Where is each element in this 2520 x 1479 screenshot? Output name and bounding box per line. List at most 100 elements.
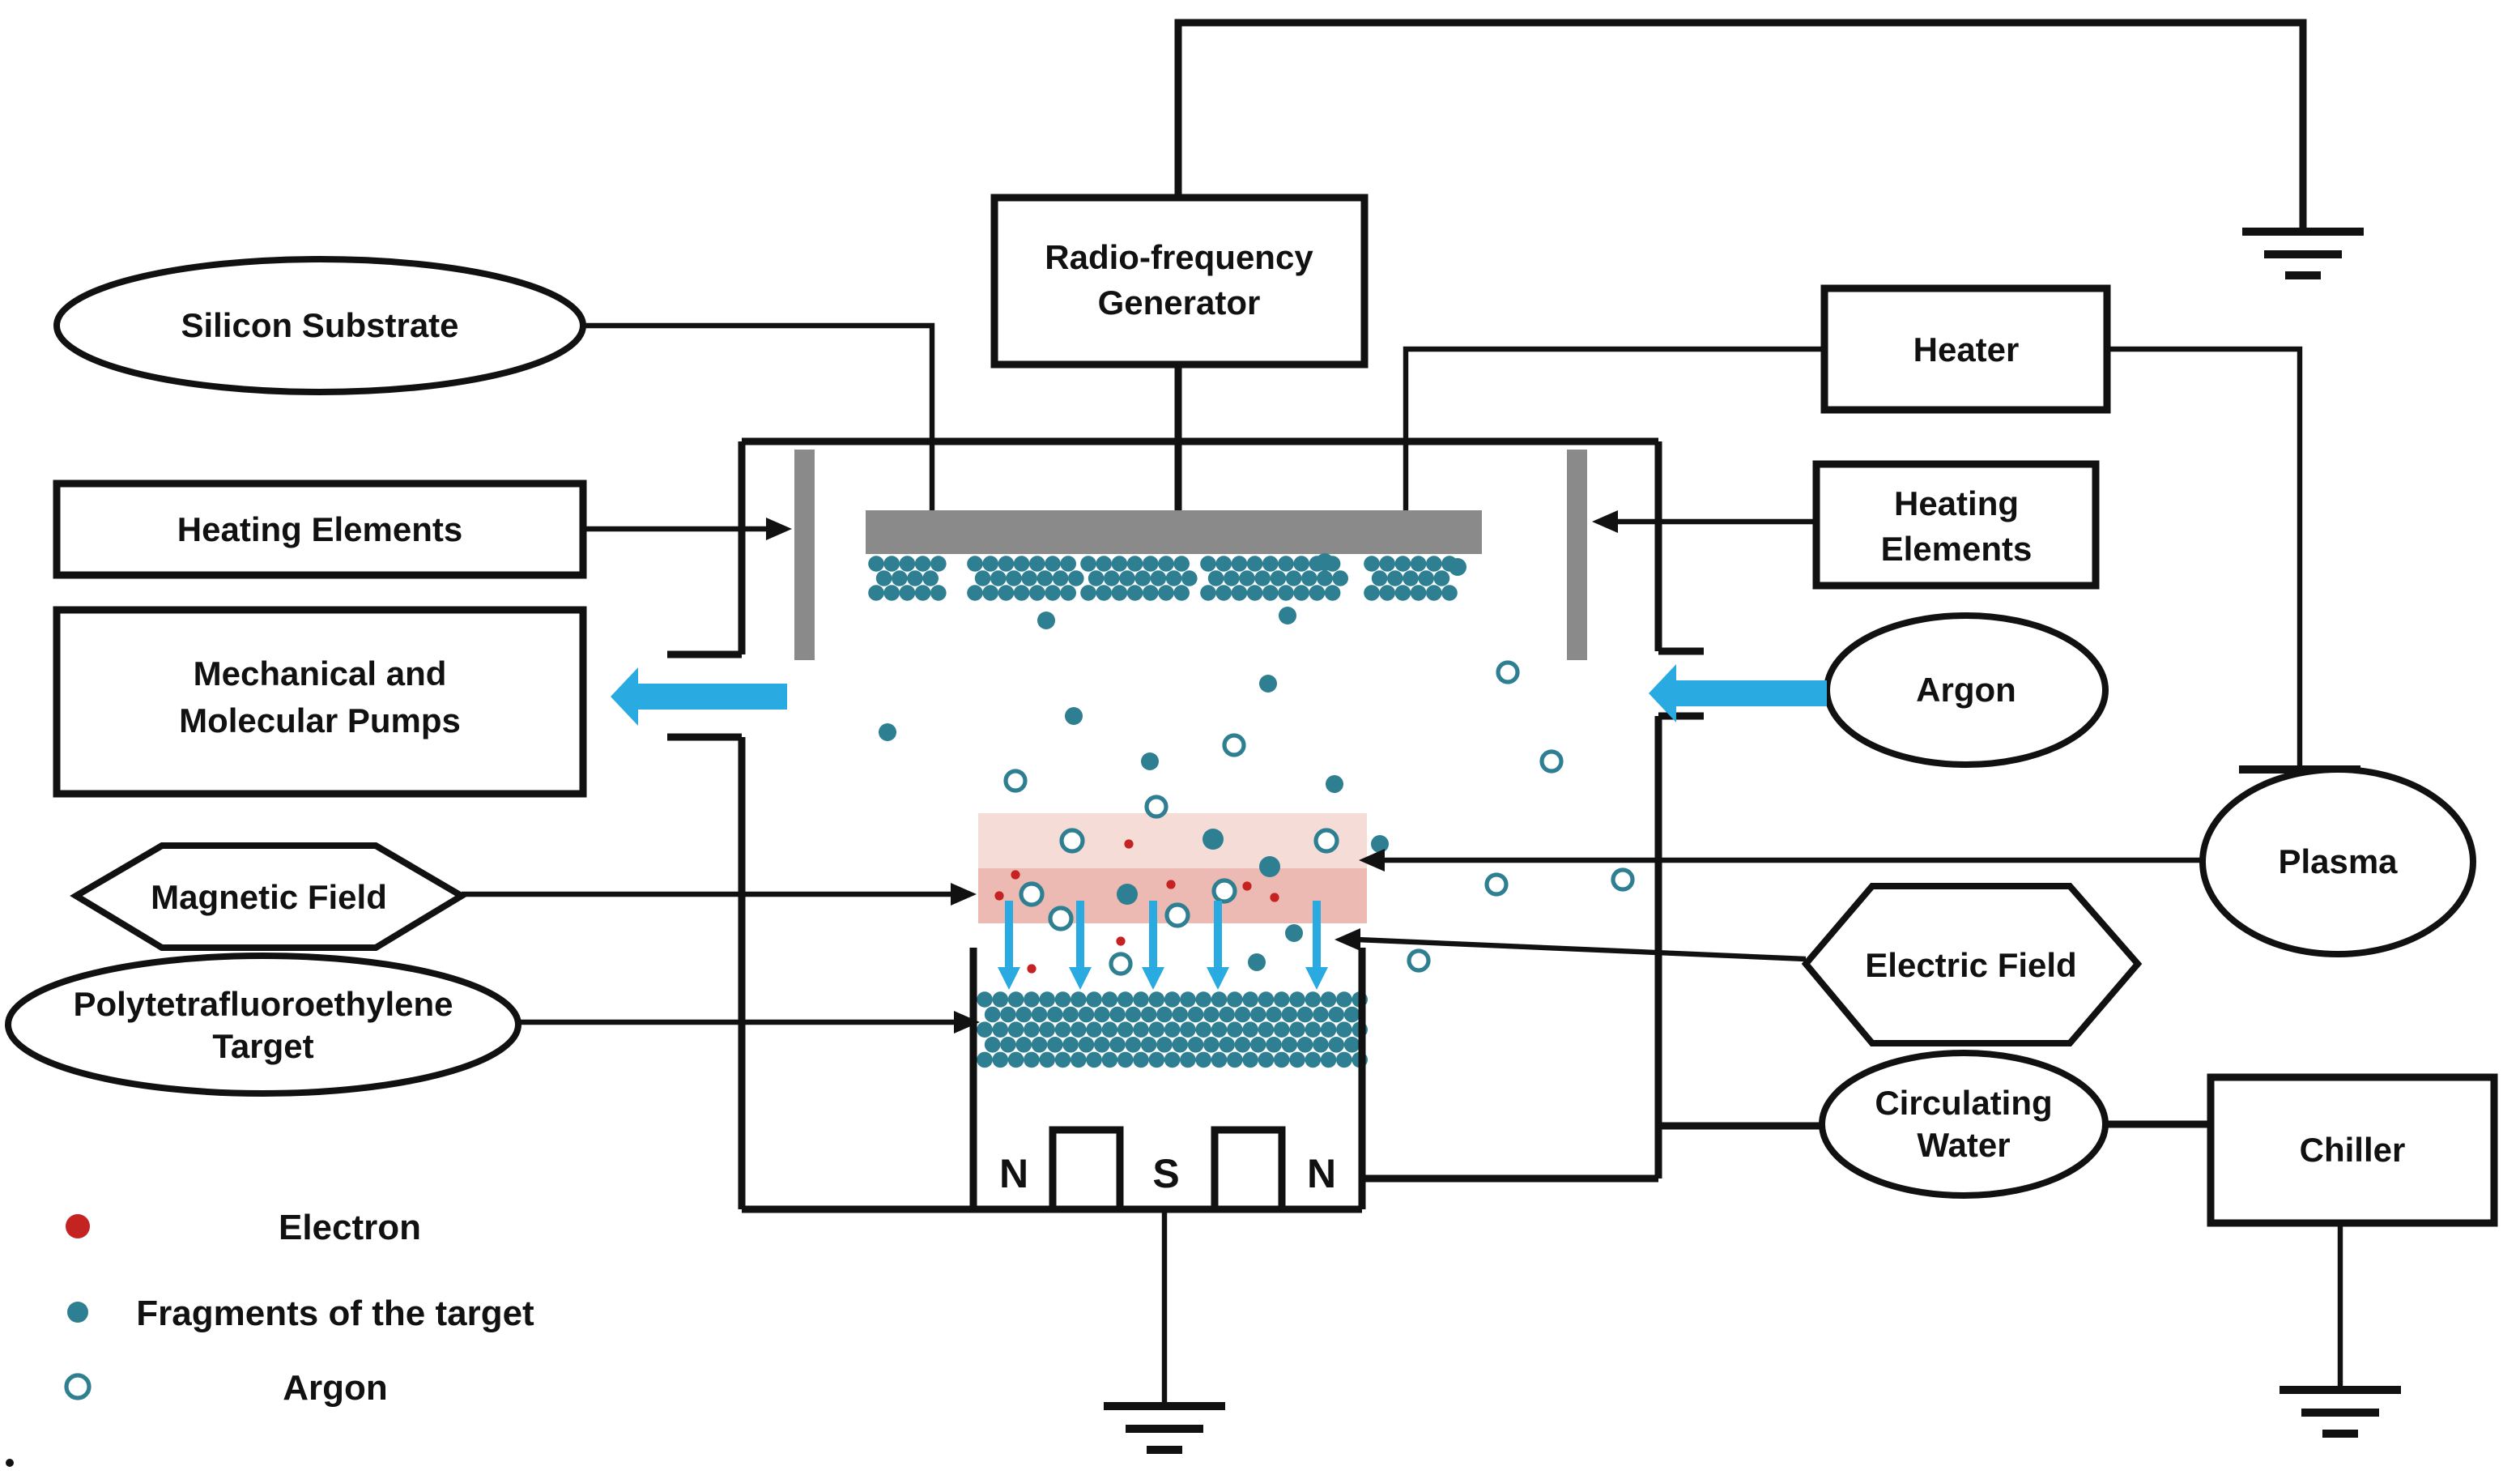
- deposited-film-dot-icon: [1364, 556, 1380, 572]
- arrow-left-head-icon: [1359, 849, 1385, 872]
- target-material-dot-icon: [1195, 991, 1211, 1008]
- deposited-film-dot-icon: [998, 556, 1015, 572]
- target-material-dot-icon: [1031, 1006, 1048, 1023]
- target-material-dot-icon: [1164, 991, 1181, 1008]
- silicon-substrate-callout: Silicon Substrate: [53, 256, 935, 515]
- target-material-dot-icon: [984, 1006, 1001, 1023]
- deposited-film-dot-icon: [1060, 585, 1076, 601]
- rf-to-ground-wire: [1174, 19, 2307, 232]
- target-material-dot-icon: [984, 1037, 1001, 1053]
- deposited-film-dot-icon: [1394, 556, 1411, 572]
- deposited-film-dot-icon: [1021, 570, 1037, 586]
- target-material-dot-icon: [1320, 991, 1337, 1008]
- deposited-film-dot-icon: [1410, 556, 1427, 572]
- arrow-right-head-icon: [954, 1011, 980, 1034]
- deposited-film-dot-icon: [1200, 585, 1216, 601]
- deposited-film-dot-icon: [1150, 570, 1167, 586]
- deposited-film-dot-icon: [1096, 585, 1112, 601]
- deposited-film-dot-icon: [1418, 570, 1434, 586]
- electric-field-callout: Electric Field: [1334, 883, 2143, 1046]
- deposited-film-dot-icon: [1013, 556, 1030, 572]
- target-material-dot-icon: [1234, 1037, 1251, 1053]
- target-material-dot-icon: [1000, 1037, 1016, 1053]
- deposited-film-dot-icon: [1332, 570, 1348, 586]
- magnetron-housing: N S N: [969, 948, 1366, 1213]
- heating-bar-right: [1567, 450, 1587, 660]
- heating-bar-left: [794, 450, 815, 660]
- target-material-dot-icon: [1140, 1006, 1157, 1023]
- heating-elements-left-callout: Heating Elements: [53, 480, 792, 579]
- deposited-film-dot-icon: [1165, 570, 1182, 586]
- target-material-dot-icon: [1172, 1006, 1189, 1023]
- target-material-dot-icon: [1320, 1021, 1337, 1038]
- electron-particle-icon: [1011, 870, 1020, 880]
- target-material-dot-icon: [1305, 1021, 1322, 1038]
- heater-label: Heater: [1913, 330, 2020, 369]
- target-material-dot-icon: [1242, 1021, 1258, 1038]
- deposited-film-dot-icon: [930, 556, 947, 572]
- target-material-dot-icon: [1313, 1006, 1329, 1023]
- deposited-film-dot-icon: [1029, 556, 1045, 572]
- target-material-dot-icon: [1242, 1051, 1258, 1068]
- fragment-particle-icon: [1449, 558, 1466, 576]
- target-material-dot-icon: [1296, 1037, 1313, 1053]
- target-material-dot-icon: [1117, 991, 1134, 1008]
- chiller-rect: [2207, 1073, 2498, 1227]
- argon-label: Argon: [1916, 671, 2016, 709]
- target-material-dot-icon: [1273, 991, 1290, 1008]
- target-material-dot-icon: [1039, 991, 1055, 1008]
- deposited-film-dot-icon: [1364, 585, 1380, 601]
- target-material-dot-icon: [1086, 991, 1102, 1008]
- target-material-dot-icon: [1062, 1037, 1079, 1053]
- deposited-film-dot-icon: [1371, 570, 1388, 586]
- target-material-dot-icon: [1242, 991, 1258, 1008]
- target-material-dot-icon: [1071, 991, 1087, 1008]
- deposited-film-dot-icon: [1317, 570, 1333, 586]
- target-material-dot-icon: [1336, 1021, 1352, 1038]
- deposited-film-dot-icon: [1285, 570, 1302, 586]
- target-material-dot-icon: [1296, 1006, 1313, 1023]
- target-material-dot-icon: [1187, 1006, 1204, 1023]
- target-material-dot-icon: [992, 1021, 1009, 1038]
- ptfe-target-label-line1: Polytetrafluoroethylene: [73, 985, 453, 1023]
- legend-argon-circle-icon: [64, 1373, 92, 1400]
- target-material-dot-icon: [1156, 1006, 1173, 1023]
- deposited-film-dot-icon: [1158, 585, 1174, 601]
- deposited-film-dot-icon: [1231, 556, 1248, 572]
- target-material-dot-icon: [1140, 1037, 1157, 1053]
- target-material-dot-icon: [1211, 1021, 1228, 1038]
- target-material-dot-icon: [1227, 1021, 1243, 1038]
- target-material-dot-icon: [1148, 991, 1165, 1008]
- target-material-dot-icon: [1078, 1037, 1095, 1053]
- argon-particle-icon: [1109, 952, 1133, 976]
- deposited-film-dot-icon: [1060, 556, 1076, 572]
- fragment-particle-icon: [1248, 953, 1266, 971]
- silicon-substrate-label: Silicon Substrate: [181, 306, 458, 344]
- fragment-particle-icon: [1065, 707, 1083, 725]
- argon-particle-icon: [1144, 795, 1168, 819]
- legend-argon-label: Argon: [283, 1368, 388, 1408]
- mechanical-pumps-box: Mechanical and Molecular Pumps: [53, 606, 587, 798]
- target-material-dot-icon: [1305, 991, 1322, 1008]
- target-material-dot-icon: [1227, 1051, 1243, 1068]
- target-material-dot-icon: [992, 991, 1009, 1008]
- fragment-particle-icon: [1141, 752, 1159, 770]
- deposited-film-dot-icon: [868, 585, 884, 601]
- heating-elements-right-label-line1: Heating: [1894, 484, 2019, 522]
- target-material-dot-icon: [1101, 991, 1118, 1008]
- magnet-n-right-label: N: [1307, 1151, 1336, 1196]
- deposited-film-dot-icon: [1387, 570, 1403, 586]
- target-block: [977, 991, 1368, 1068]
- target-material-dot-icon: [1078, 1006, 1095, 1023]
- plasma-callout: Plasma: [1359, 766, 2476, 957]
- target-material-dot-icon: [1249, 1006, 1266, 1023]
- fragment-particle-icon: [1259, 675, 1277, 693]
- heater-callout: Heater: [1403, 284, 2303, 769]
- target-material-dot-icon: [1273, 1021, 1290, 1038]
- target-material-dot-icon: [1117, 1051, 1134, 1068]
- deposited-film-dot-icon: [974, 570, 991, 586]
- target-material-dot-icon: [1015, 1006, 1032, 1023]
- deposited-film-dot-icon: [1181, 570, 1198, 586]
- electron-particle-icon: [1124, 839, 1134, 849]
